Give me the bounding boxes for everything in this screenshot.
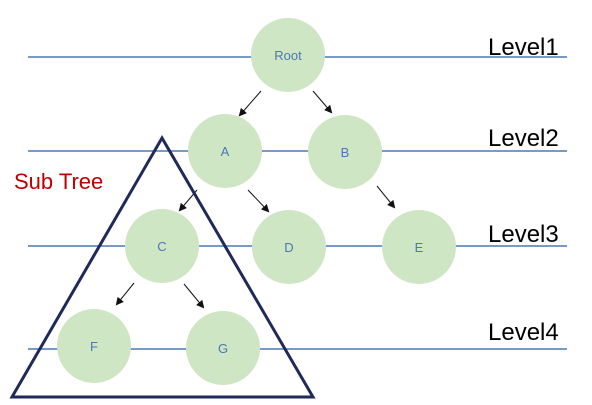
node-a: A (188, 114, 262, 188)
level2-label: Level2 (488, 125, 559, 152)
node-root: Root (251, 18, 325, 92)
node-d-label: D (284, 240, 293, 255)
node-b-label: B (341, 145, 350, 160)
arrow-c-g (183, 283, 205, 309)
node-d: D (252, 210, 326, 284)
level1-label: Level1 (488, 34, 559, 61)
arrow-root-a (238, 90, 262, 117)
arrow-root-b (312, 90, 333, 114)
node-g-label: G (218, 341, 228, 356)
node-b: B (308, 115, 382, 189)
node-a-label: A (221, 144, 230, 159)
node-c-label: C (157, 239, 166, 254)
level4-label: Level4 (488, 319, 559, 346)
node-f: F (57, 309, 131, 383)
node-c: C (125, 209, 199, 283)
node-root-label: Root (274, 48, 302, 63)
level3-label: Level3 (488, 221, 559, 248)
arrow-b-e (376, 185, 396, 209)
subtree-triangle (9, 135, 316, 399)
node-g: G (186, 311, 260, 385)
arrow-a-d (247, 189, 270, 213)
subtree-label: Sub Tree (14, 169, 103, 194)
node-e-label: E (415, 240, 424, 255)
node-f-label: F (90, 339, 98, 354)
node-e: E (382, 210, 456, 284)
arrow-c-f (115, 282, 135, 306)
